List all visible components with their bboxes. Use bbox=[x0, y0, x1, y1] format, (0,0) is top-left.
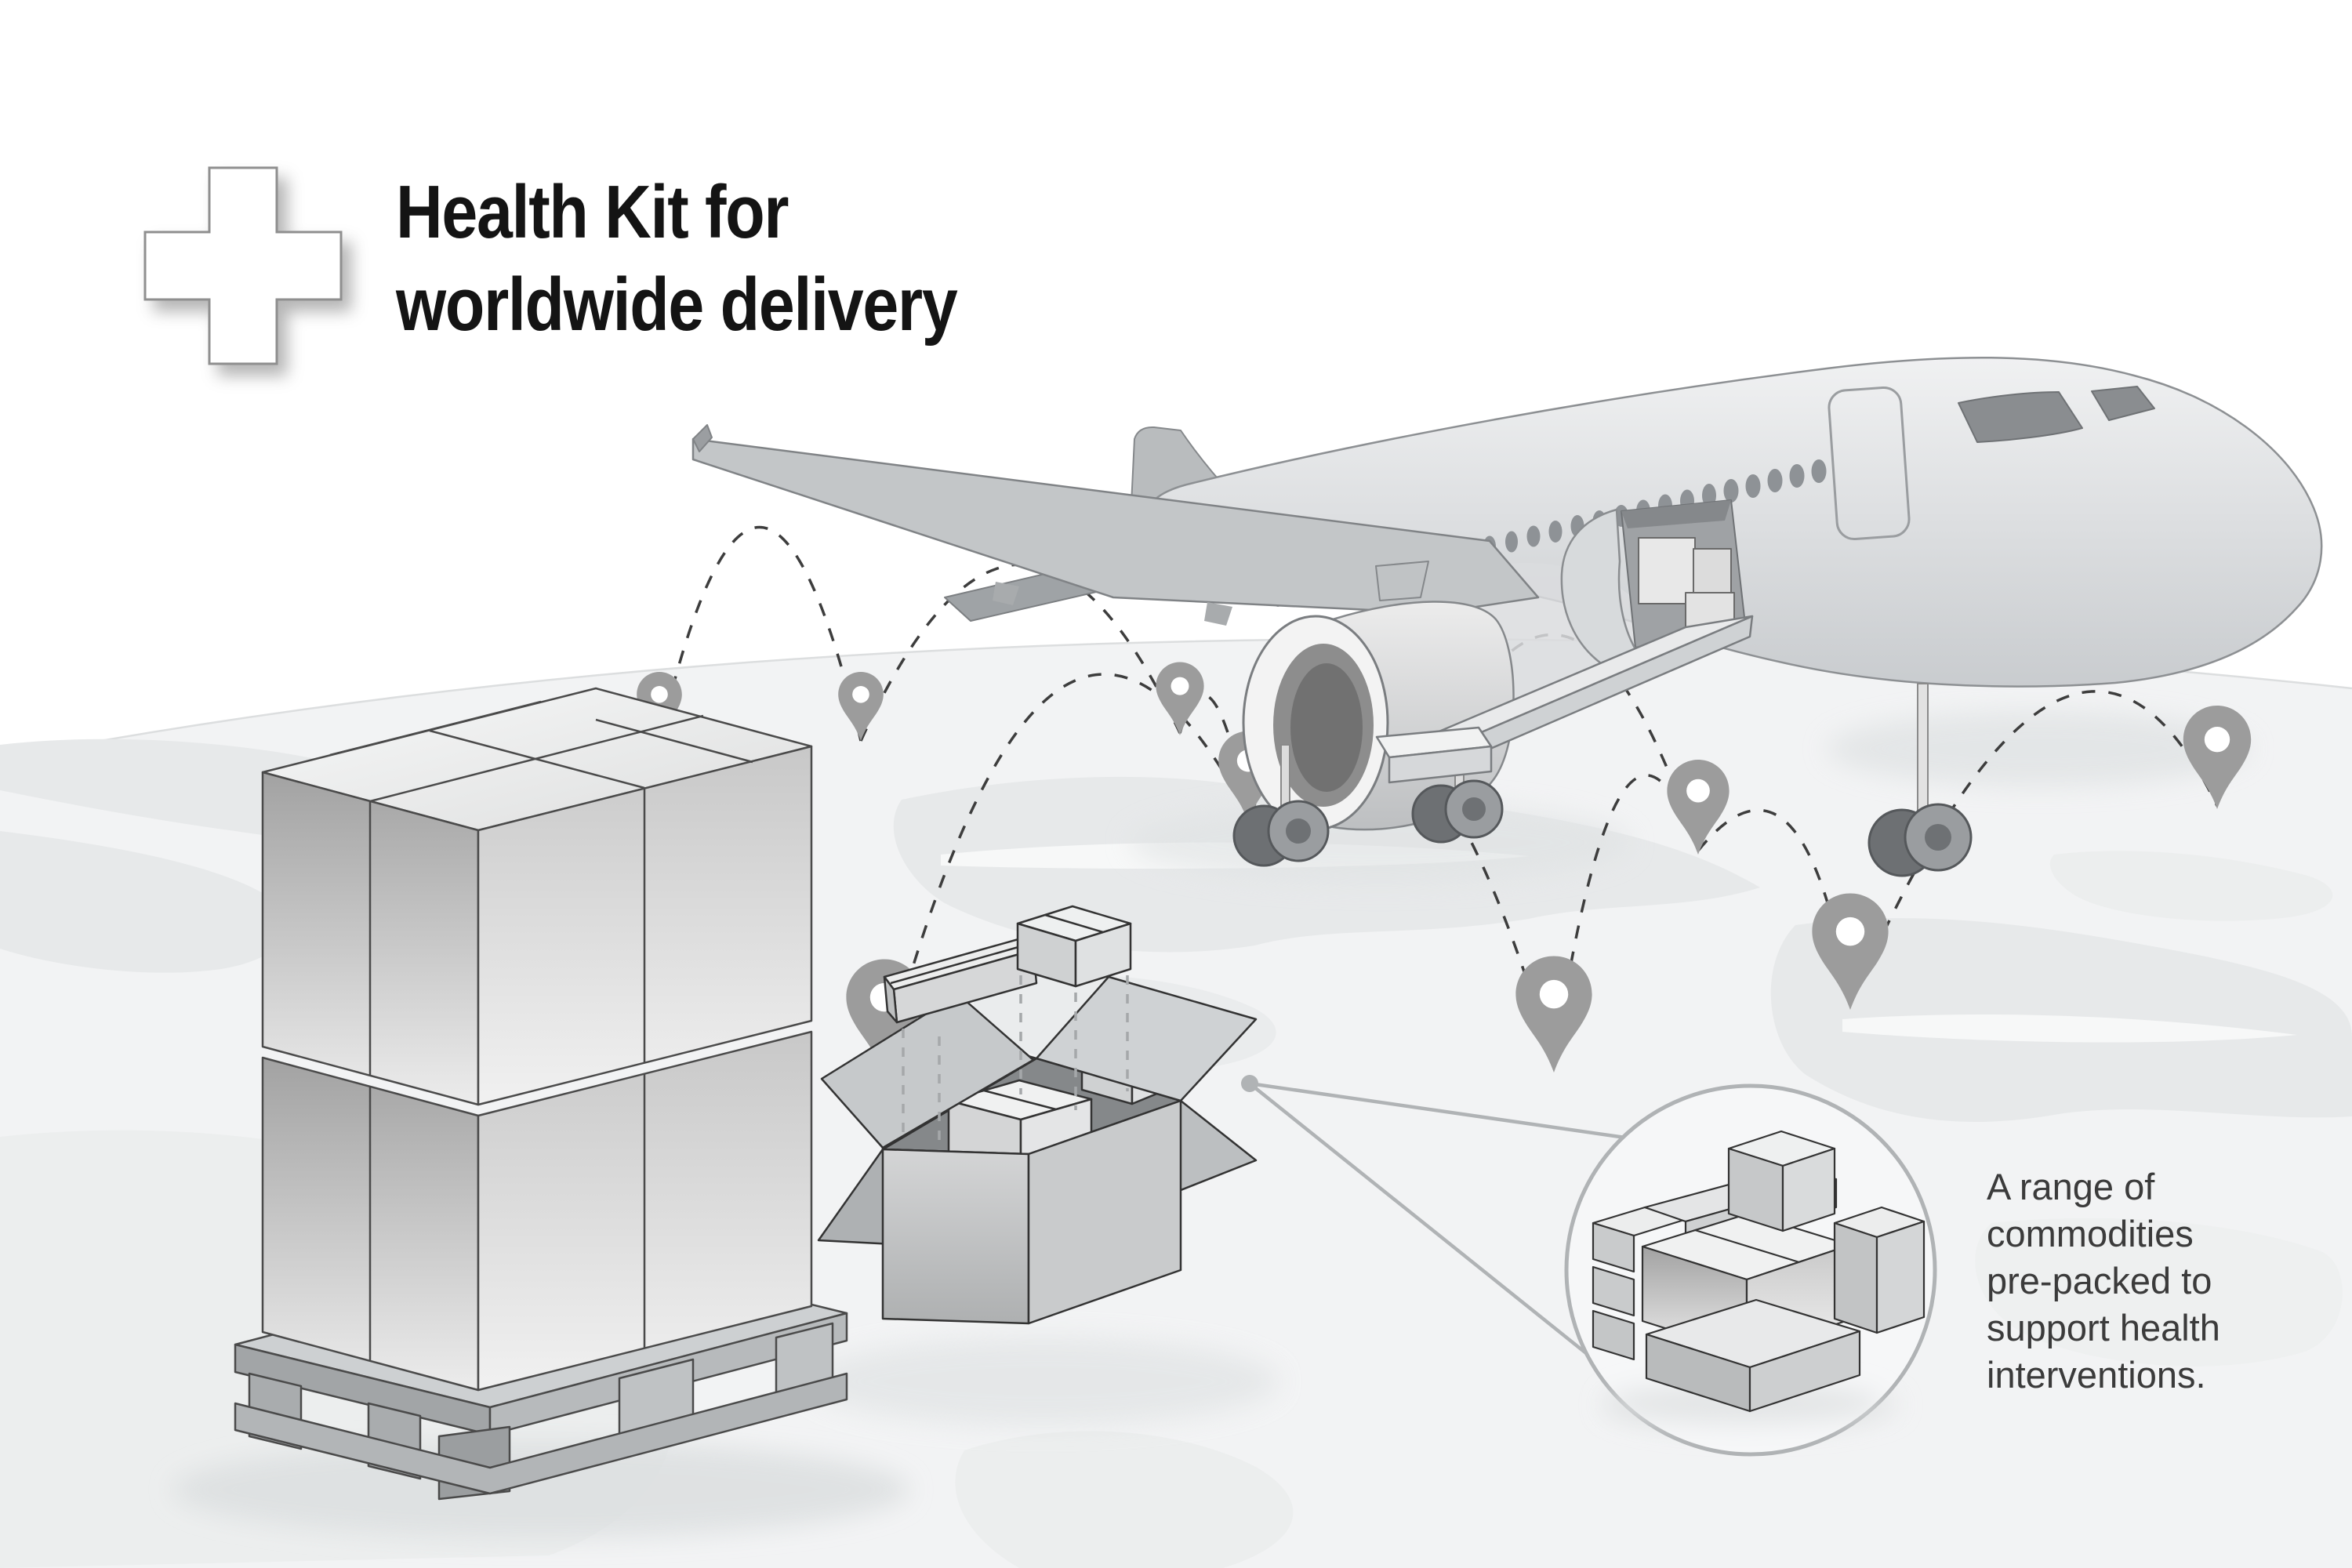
callout-anchor-dot bbox=[1241, 1075, 1258, 1092]
route-arc bbox=[1449, 633, 1700, 851]
cargo-ramp bbox=[1375, 615, 1754, 784]
cargo-door bbox=[1560, 499, 1746, 665]
flap-fairing bbox=[993, 582, 1019, 605]
packed-commodities bbox=[1592, 1130, 1926, 1413]
route-arc bbox=[1849, 690, 2219, 1006]
page-title: Health Kit for worldwide delivery bbox=[396, 166, 958, 351]
route-arc bbox=[1697, 808, 1852, 1006]
title-line-1: Health Kit for bbox=[396, 170, 789, 254]
route-arc bbox=[658, 526, 862, 742]
cockpit-windows bbox=[1958, 386, 2155, 443]
packing-guides bbox=[902, 975, 1129, 1145]
caption-line: support health bbox=[1987, 1307, 2220, 1348]
pallet-stack bbox=[234, 687, 848, 1501]
medical-cross-icon bbox=[143, 166, 343, 365]
caption-line: commodities bbox=[1987, 1213, 2194, 1254]
caption-line: A range of bbox=[1987, 1166, 2155, 1207]
flap-fairing bbox=[1204, 602, 1232, 626]
title-line-2: worldwide delivery bbox=[396, 263, 958, 347]
cargo-airplane bbox=[691, 356, 2323, 877]
cargo-door-flap bbox=[1560, 508, 1637, 665]
route-arc bbox=[883, 673, 1250, 1067]
caption-line: interventions. bbox=[1987, 1354, 2206, 1396]
caption-line: pre-packed to bbox=[1987, 1260, 2212, 1301]
health-kit-logo bbox=[143, 166, 343, 365]
passenger-door bbox=[1828, 387, 1911, 540]
commodities-caption: A range of commodities pre-packed to sup… bbox=[1987, 1163, 2220, 1399]
magnifier-callout bbox=[1241, 1075, 1937, 1457]
open-kit-box bbox=[817, 905, 1258, 1325]
floating-long-box bbox=[883, 936, 1038, 1024]
winglet bbox=[692, 424, 713, 452]
floating-small-box bbox=[1016, 905, 1132, 988]
